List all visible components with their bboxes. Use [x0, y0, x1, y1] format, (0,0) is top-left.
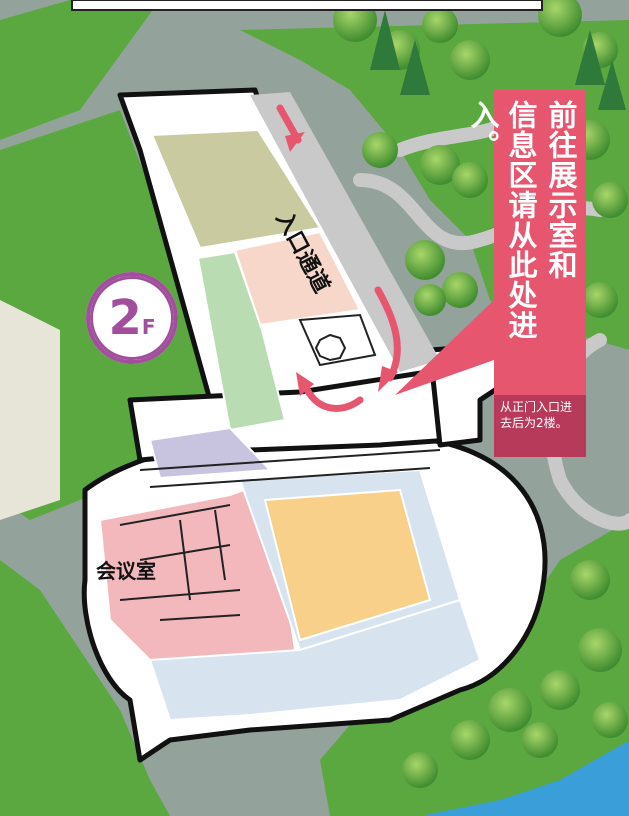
water [420, 740, 629, 816]
interior-walls [119, 313, 441, 621]
hall-orange [263, 488, 432, 642]
rooms [98, 128, 482, 722]
entrance-passage [250, 92, 440, 372]
callout-pointer [395, 300, 494, 395]
room-mint [196, 250, 287, 432]
meeting-room-label: 会议室 [96, 559, 156, 583]
floor-number: 2 [108, 290, 142, 346]
octagon-icon [314, 333, 347, 362]
room-olive [150, 128, 322, 250]
callout-line1: 前往展示室和 [544, 100, 578, 280]
callout-box: 前往展示室和 信息区请从此处进入。 [466, 90, 586, 395]
corridor-lower [148, 598, 482, 722]
room-lavender [148, 426, 273, 480]
arrowheads [285, 132, 398, 396]
trees [333, 0, 628, 788]
floor-suffix: F [141, 315, 156, 339]
top-frame [71, 0, 543, 11]
floor-badge: 2 F [86, 272, 178, 364]
callout-note: 从正门入口进去后为2楼。 [494, 395, 586, 457]
callout-line2: 信息区请从此处进入。 [466, 100, 538, 340]
